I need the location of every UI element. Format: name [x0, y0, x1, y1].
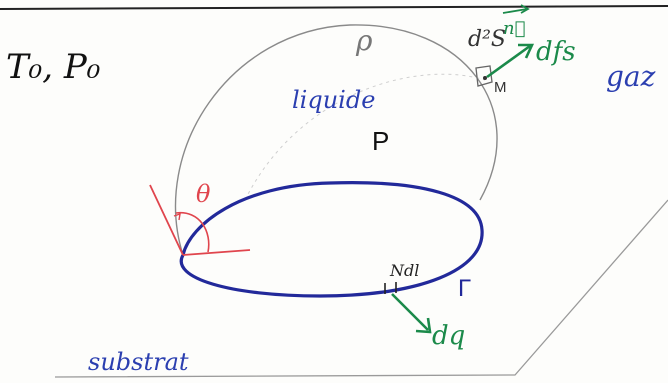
surface-element-square	[475, 65, 493, 87]
substrate-plane	[54, 199, 668, 378]
top-border-line	[0, 5, 668, 10]
line-element-mark	[384, 282, 397, 294]
label-n-vector: n⃗	[503, 18, 525, 39]
label-rho: ρ	[355, 24, 373, 57]
label-Ndl: Ndl	[389, 261, 419, 280]
label-gas: gaz	[606, 60, 656, 93]
label-theta: θ	[196, 180, 211, 208]
label-dq: dq	[432, 321, 465, 351]
label-gamma: Γ	[458, 275, 471, 302]
label-liquid: liquide	[292, 86, 375, 114]
label-M: M	[494, 79, 507, 96]
normal-vector-arrow	[502, 4, 530, 14]
label-dS: d²S	[468, 27, 506, 52]
label-substrate: substrat	[88, 348, 189, 376]
label-dfs: dfs	[536, 37, 576, 67]
droplet-surface	[174, 24, 498, 256]
force-arrow-dfs	[486, 43, 535, 79]
contact-angle-theta	[149, 184, 251, 256]
contact-line-gamma	[179, 181, 484, 298]
droplet-hidden-edge	[244, 73, 486, 201]
label-ambient-conditions: T₀, P₀	[6, 47, 101, 87]
force-arrow-dq	[391, 293, 432, 334]
label-pressure: P	[372, 126, 389, 156]
